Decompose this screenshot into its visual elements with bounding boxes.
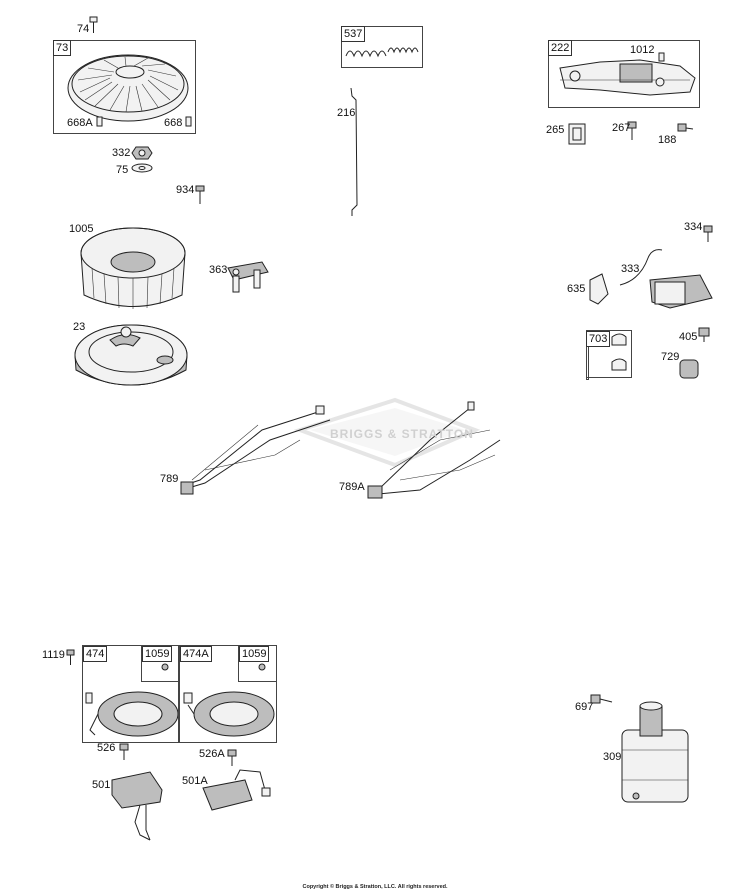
wire-harness-789-icon <box>180 405 331 495</box>
screw-1059-icon <box>161 663 169 671</box>
ignition-coil-333-icon <box>619 249 713 309</box>
screw-188-icon <box>677 123 694 132</box>
part-label-23[interactable]: 23 <box>73 321 86 333</box>
screw-697-icon <box>590 694 613 704</box>
part-label-1119[interactable]: 1119 <box>42 649 65 661</box>
screw-267-icon <box>627 121 637 140</box>
wire-harness-789A-icon <box>367 401 501 499</box>
clip-265-icon <box>568 123 586 145</box>
clip-668A-icon <box>96 116 103 127</box>
part-label-526[interactable]: 526 <box>97 742 116 754</box>
part-label-333[interactable]: 333 <box>621 263 640 275</box>
part-label-1005[interactable]: 1005 <box>69 223 94 235</box>
screw-1119-icon <box>66 649 75 665</box>
part-label-501A[interactable]: 501A <box>182 775 208 787</box>
copyright-notice: Copyright © Briggs & Stratton, LLC. All … <box>302 884 448 890</box>
part-label-73[interactable]: 73 <box>53 40 72 56</box>
part-label-537[interactable]: 537 <box>341 26 366 42</box>
screw-1012-icon <box>658 52 665 62</box>
clip-668-icon <box>185 116 192 127</box>
group-box-474A <box>178 645 277 743</box>
part-label-74[interactable]: 74 <box>77 23 90 35</box>
part-label-1059a[interactable]: 1059 <box>142 646 173 662</box>
mount-bracket-363-icon <box>227 261 269 293</box>
group-box-73 <box>53 40 196 134</box>
group-box-537 <box>341 26 423 68</box>
part-label-222[interactable]: 222 <box>548 40 573 56</box>
part-label-526A[interactable]: 526A <box>199 748 225 760</box>
part-label-635[interactable]: 635 <box>567 283 586 295</box>
group-box-1059b <box>238 645 277 682</box>
part-label-934[interactable]: 934 <box>176 184 195 196</box>
part-label-267[interactable]: 267 <box>612 122 631 134</box>
screw-1059b-icon <box>258 663 266 671</box>
part-label-363[interactable]: 363 <box>209 264 228 276</box>
flywheel-23-icon <box>74 324 188 386</box>
part-label-216[interactable]: 216 <box>337 107 356 119</box>
starter-motor-309-icon <box>621 701 689 803</box>
blower-fan-grille-icon <box>67 54 189 122</box>
screw-405-icon <box>698 327 710 342</box>
screw-526A-icon <box>227 749 237 766</box>
part-label-474A[interactable]: 474A <box>180 646 212 662</box>
screw-934-icon <box>195 185 205 204</box>
screw-526-icon <box>119 743 129 760</box>
part-label-789A[interactable]: 789A <box>339 481 365 493</box>
alternator-474-icon <box>85 691 179 737</box>
part-label-729[interactable]: 729 <box>661 351 680 363</box>
part-label-474[interactable]: 474 <box>83 646 108 662</box>
part-label-1059b[interactable]: 1059 <box>239 646 270 662</box>
screw-74-icon <box>89 16 98 33</box>
part-label-405[interactable]: 405 <box>679 331 698 343</box>
part-label-265[interactable]: 265 <box>546 124 565 136</box>
part-label-334[interactable]: 334 <box>684 221 703 233</box>
part-label-1012[interactable]: 1012 <box>630 44 655 56</box>
part-label-75[interactable]: 75 <box>116 164 129 176</box>
part-label-332[interactable]: 332 <box>112 147 131 159</box>
part-label-668A[interactable]: 668A <box>67 117 93 129</box>
group-box-1059a <box>141 645 180 682</box>
governor-rod-216-icon <box>350 87 358 216</box>
part-label-789[interactable]: 789 <box>160 473 179 485</box>
control-bracket-222-icon <box>559 59 696 96</box>
cover-729-icon <box>679 359 699 379</box>
regulator-501-icon <box>111 771 163 841</box>
springs-537-icon <box>345 47 419 58</box>
regulator-501A-icon <box>202 769 271 811</box>
watermark-text: BRIGGS & STRATTON <box>330 427 474 441</box>
spark-plug-boot-635-icon <box>589 273 609 305</box>
clips-703-icon <box>611 333 627 371</box>
part-label-501[interactable]: 501 <box>92 779 111 791</box>
group-box-703 <box>586 330 632 378</box>
washer-75-icon <box>131 163 153 173</box>
part-label-697[interactable]: 697 <box>575 701 594 713</box>
part-label-703[interactable]: 703 <box>586 331 611 347</box>
group-box-222 <box>548 40 700 108</box>
part-label-668[interactable]: 668 <box>164 117 183 129</box>
part-label-309[interactable]: 309 <box>603 751 622 763</box>
screw-334-icon <box>703 225 713 242</box>
part-label-188[interactable]: 188 <box>658 134 677 146</box>
flywheel-fan-1005-icon <box>80 227 186 309</box>
group-box-474 <box>82 645 180 743</box>
nut-332-icon <box>131 146 153 160</box>
alternator-474A-icon <box>183 691 275 737</box>
